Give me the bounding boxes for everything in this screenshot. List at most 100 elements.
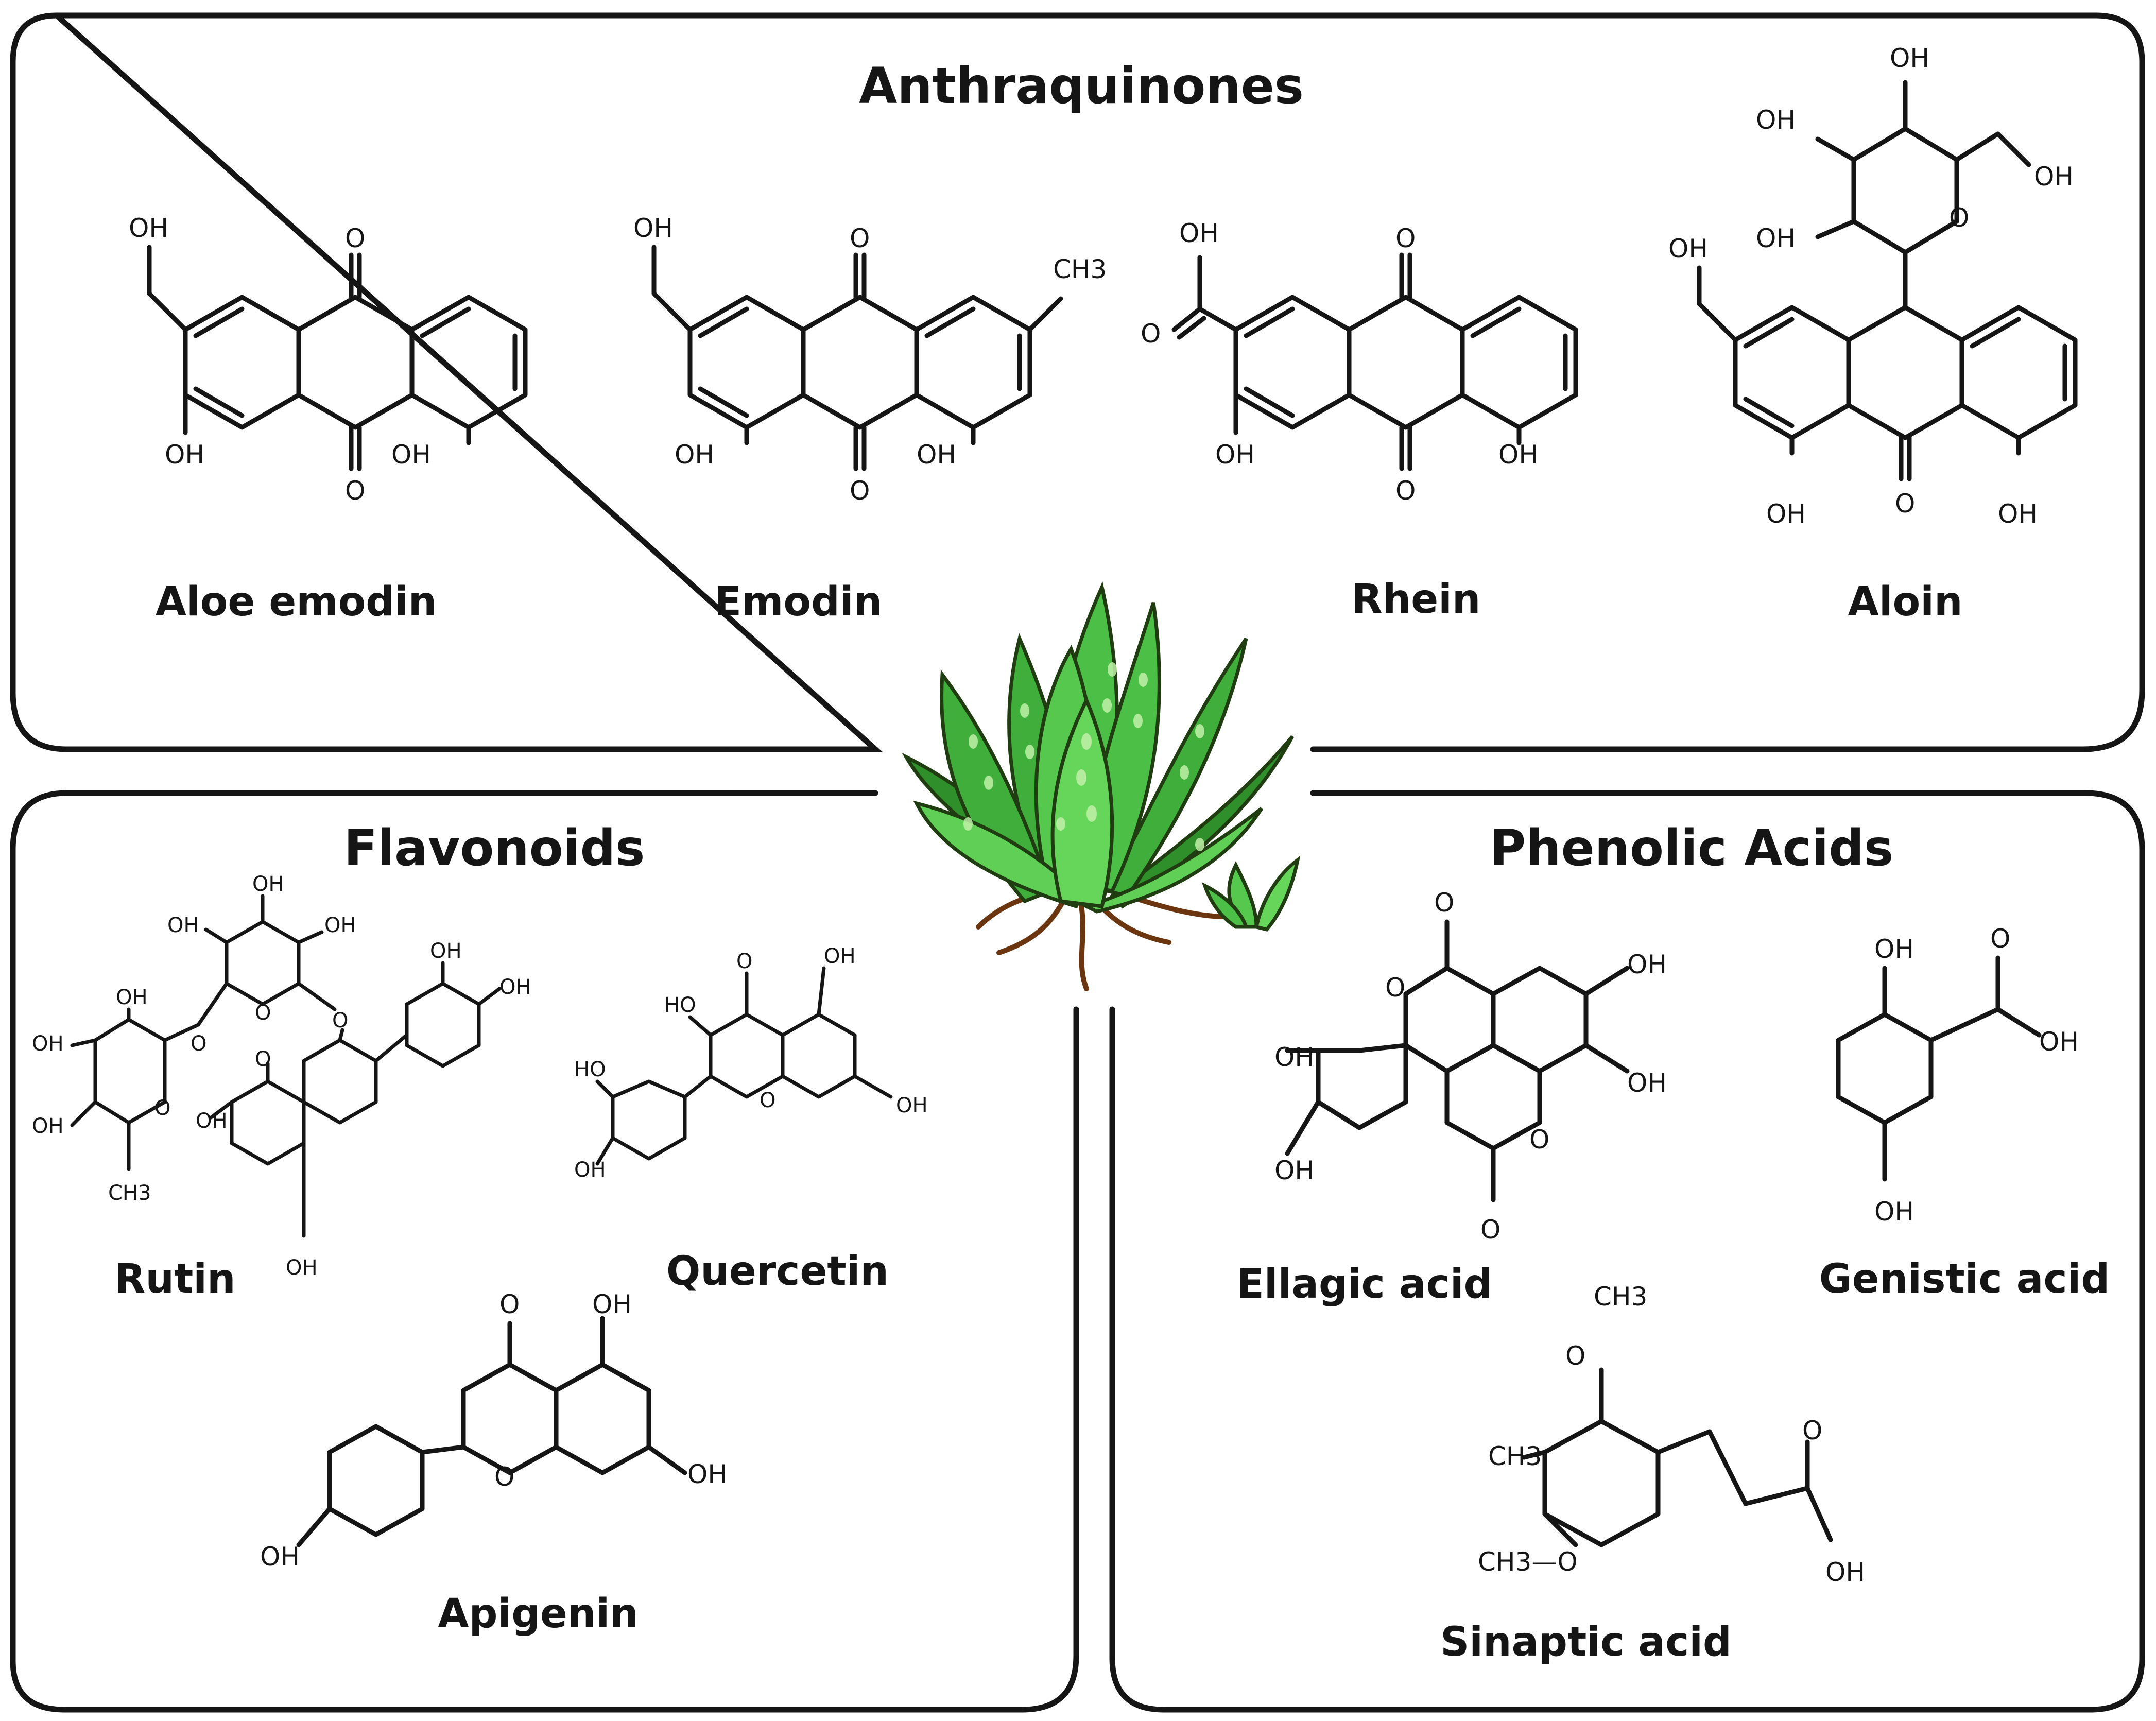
atom-ho: HO: [574, 1058, 606, 1081]
compound-name-aloe-emodin: Aloe emodin: [156, 579, 437, 625]
atom-oh: OH: [2034, 162, 2074, 192]
atom-o: O: [1395, 223, 1416, 253]
compound-name-emodin: Emodin: [714, 579, 882, 625]
atom-o: O: [154, 1096, 170, 1120]
aloin-structure: O OH OH OH O OH OH OH OH: [1668, 43, 2078, 529]
atom-oh: OH: [196, 1109, 228, 1133]
atom-o: O: [499, 1289, 520, 1319]
atom-oh: OH: [2039, 1027, 2079, 1057]
atom-oh: OH: [1668, 234, 1708, 264]
compound-name-aloin: Aloin: [1848, 579, 1963, 625]
compound-name-sinaptic-acid: Sinaptic acid: [1440, 1619, 1732, 1665]
phenolic-acids-title: Phenolic Acids: [1490, 819, 1893, 877]
atom-oh: OH: [499, 975, 531, 999]
atom-o: O: [255, 1047, 271, 1071]
atom-ch3: CH3: [1594, 1282, 1647, 1312]
atom-oh: OH: [1766, 499, 1806, 529]
atom-oh: OH: [324, 914, 356, 937]
ellagic-acid-structure: O O OH OH OH OH O O: [1274, 888, 1667, 1245]
atom-oh: OH: [286, 1256, 318, 1280]
atom-oh: OH: [1756, 105, 1796, 135]
atom-oh: OH: [391, 440, 431, 470]
atom-o: O: [1141, 319, 1161, 349]
atom-oh: OH: [1890, 43, 1929, 73]
atom-ho: HO: [664, 993, 696, 1017]
atom-oh: OH: [165, 440, 204, 470]
compound-name-quercetin: Quercetin: [666, 1248, 889, 1295]
atom-oh: OH: [592, 1289, 632, 1319]
atom-oh: OH: [1998, 499, 2038, 529]
atom-o: O: [1990, 924, 2010, 954]
atom-o: O: [1565, 1341, 1585, 1371]
atom-o: O: [494, 1462, 514, 1492]
compound-name-rutin: Rutin: [114, 1256, 235, 1302]
atom-oh: OH: [1874, 934, 1914, 964]
atom-o: O: [1802, 1416, 1822, 1445]
flavonoids-panel: [10, 790, 1079, 1713]
aloe-emodin-structure: O O OH OH OH: [129, 213, 528, 506]
atom-oh: OH: [116, 986, 148, 1009]
atom-oh: OH: [430, 939, 462, 963]
aloe-plant-illustration: [902, 581, 1301, 991]
atom-o: O: [1395, 476, 1416, 506]
atom-oh: OH: [1498, 440, 1538, 470]
atom-oh: OH: [687, 1459, 727, 1489]
atom-oh: OH: [32, 1114, 64, 1138]
atom-o: O: [850, 476, 870, 506]
atom-ch3: CH3: [108, 1181, 151, 1205]
apigenin-structure: O O OH OH OH: [260, 1289, 727, 1572]
atom-oh: OH: [129, 213, 168, 243]
atom-o: O: [1480, 1215, 1500, 1245]
atom-oh: OH: [824, 944, 856, 968]
atom-oh: OH: [1627, 1068, 1667, 1098]
atom-oh: OH: [1825, 1557, 1865, 1587]
atom-o: O: [736, 950, 752, 973]
sinaptic-acid-structure: O CH3 CH3 CH3—O O OH: [1478, 1282, 1865, 1587]
atom-oh: OH: [896, 1094, 928, 1117]
atom-oh: OH: [675, 440, 714, 470]
atom-o: O: [332, 1009, 348, 1032]
atom-oh: OH: [1215, 440, 1255, 470]
genistic-acid-structure: OH O OH OH: [1836, 924, 2079, 1227]
rutin-structure: O OH OH OH CH3 O O OH OH OH O O OH OH: [32, 872, 531, 1280]
quercetin-structure: O HO OH OH O HO OH: [574, 944, 928, 1182]
atom-o: O: [760, 1089, 775, 1112]
atom-ch3: CH3: [1488, 1441, 1542, 1471]
flavonoids-title: Flavonoids: [344, 819, 645, 877]
compound-name-genistic-acid: Genistic acid: [1819, 1256, 2110, 1302]
atom-oh: OH: [167, 914, 199, 937]
atom-o: O: [1529, 1125, 1549, 1155]
atom-o: O: [345, 476, 365, 506]
atom-oh: OH: [32, 1032, 64, 1056]
atom-oh: OH: [1627, 950, 1667, 979]
compound-name-ellagic-acid: Ellagic acid: [1237, 1261, 1493, 1307]
atom-oh: OH: [633, 213, 673, 243]
atom-oh: OH: [260, 1542, 300, 1572]
atom-ch3-o: CH3—O: [1478, 1547, 1578, 1577]
rhein-structure: O O OH O OH OH: [1141, 218, 1578, 506]
atom-oh: OH: [252, 872, 284, 896]
atom-o: O: [850, 223, 870, 253]
emodin-structure: O O OH CH3 OH OH: [633, 213, 1107, 506]
atom-oh: OH: [1274, 1042, 1314, 1072]
atom-o: O: [1434, 888, 1454, 918]
atom-oh: OH: [574, 1158, 606, 1182]
atom-oh: OH: [917, 440, 956, 470]
compound-name-rhein: Rhein: [1352, 576, 1481, 623]
atom-o: O: [345, 223, 365, 253]
atom-oh: OH: [1274, 1156, 1314, 1185]
atom-ch3: CH3: [1053, 254, 1107, 284]
atom-o: O: [191, 1032, 206, 1056]
anthraquinones-title: Anthraquinones: [859, 57, 1304, 115]
atom-o: O: [1895, 489, 1915, 519]
atom-o: O: [255, 1001, 271, 1025]
atom-o: O: [1385, 973, 1405, 1003]
compound-name-apigenin: Apigenin: [438, 1591, 638, 1637]
atom-o: O: [1949, 203, 1969, 233]
atom-oh: OH: [1179, 218, 1219, 248]
atom-oh: OH: [1874, 1197, 1914, 1227]
atom-oh: OH: [1756, 223, 1796, 253]
phenolic-acids-panel: [1109, 790, 2145, 1713]
anthraquinones-panel: [10, 12, 2145, 752]
